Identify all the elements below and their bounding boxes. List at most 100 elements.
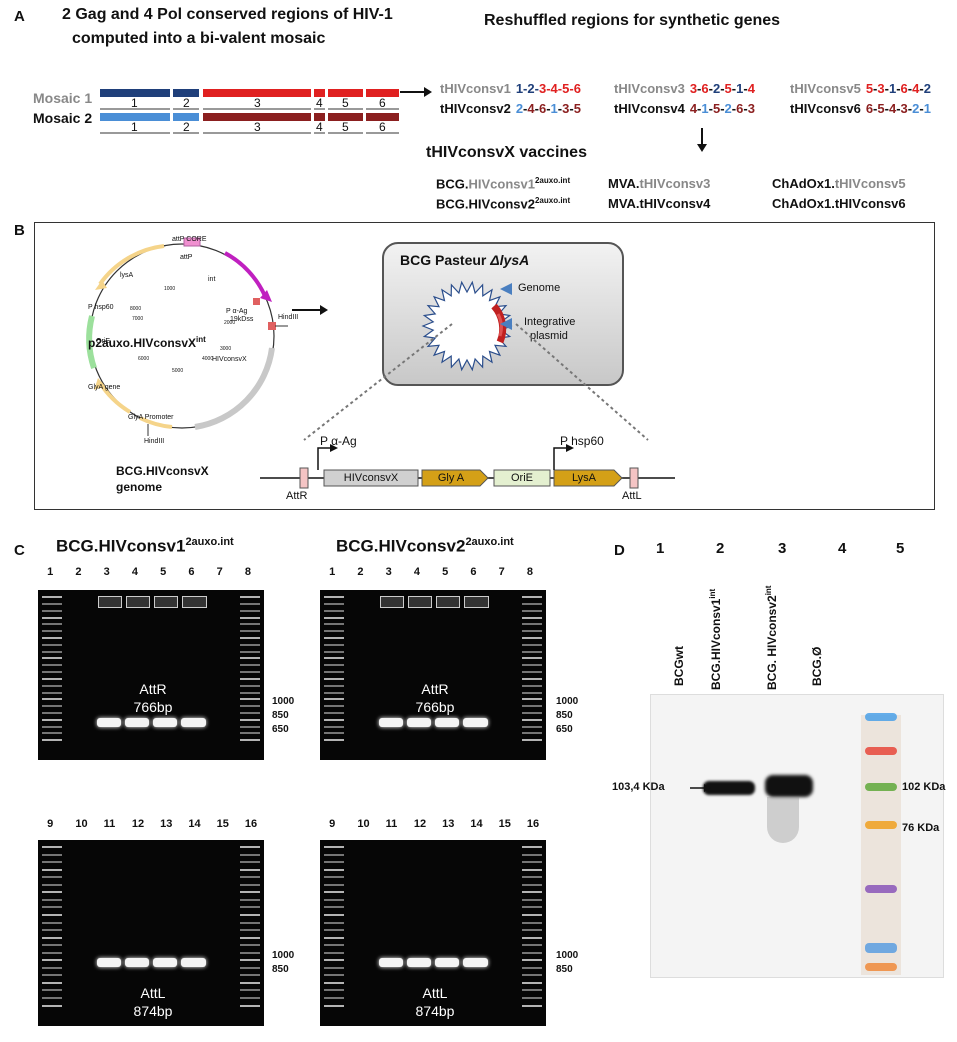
ladder-band xyxy=(239,705,260,708)
panel-a-left-title-1: 2 Gag and 4 Pol conserved regions of HIV… xyxy=(62,6,393,23)
region-id: 5 xyxy=(877,101,885,116)
ladder-band xyxy=(42,684,63,687)
feature-label: GlyA Promoter xyxy=(128,414,174,421)
ladder-label-102: 102 KDa xyxy=(902,781,946,793)
product-size: 874bp xyxy=(415,1003,455,1019)
ladder-band xyxy=(239,725,260,728)
region-id: 3 xyxy=(538,81,547,96)
ladder-band xyxy=(324,989,345,992)
ladder-band xyxy=(239,602,260,605)
region-id: 1 xyxy=(550,101,558,116)
lane-number: 5 xyxy=(160,566,167,578)
lane-number: 14 xyxy=(188,818,201,830)
gene-name: tHIVconsv1 xyxy=(440,81,511,96)
ladder-band xyxy=(521,981,542,984)
separator: - xyxy=(919,101,924,116)
vaccine-prefix: BCG. xyxy=(436,196,469,212)
ladder-band xyxy=(239,718,260,721)
ladder-band xyxy=(324,996,345,999)
gel-well xyxy=(154,596,179,608)
ladder-band xyxy=(42,596,63,598)
ladder-band xyxy=(521,657,542,660)
ladder-band xyxy=(324,698,345,701)
mosaic1-region-6 xyxy=(366,89,399,97)
vaccine-name: MVA.tHIVconsv3 xyxy=(608,176,710,191)
ladder-band xyxy=(42,732,63,735)
ladder-band xyxy=(521,898,542,901)
ladder-band xyxy=(239,677,260,680)
feature-label: OriE xyxy=(96,338,110,345)
ladder-band xyxy=(865,713,897,721)
ladder-band xyxy=(521,876,542,879)
region-id: 3 xyxy=(877,81,885,96)
ladder-band xyxy=(865,885,897,893)
attL-label: AttL xyxy=(622,490,642,502)
mosaic2-region-6 xyxy=(366,113,399,121)
ladder-band xyxy=(42,959,63,962)
vaccine-insert: tHIVconsv6 xyxy=(834,196,906,211)
ladder-band xyxy=(42,671,63,673)
integrative-label-1: Integrative xyxy=(524,316,576,328)
lane-number: 4 xyxy=(131,566,138,578)
region-id: 1 xyxy=(701,101,709,116)
ladder-band xyxy=(239,698,260,701)
gel-well xyxy=(379,596,404,608)
size-marker: 1000 xyxy=(556,950,579,961)
lane-label-text: BCG.Ø xyxy=(810,646,824,686)
ladder-band xyxy=(239,671,260,673)
gel-band xyxy=(153,958,178,967)
lane-label-sup: int xyxy=(764,585,773,596)
ladder-band xyxy=(521,868,542,871)
separator: - xyxy=(731,81,737,96)
separator: - xyxy=(720,101,725,116)
vaccine-insert: HIVconsv1 xyxy=(468,176,535,192)
region-number: 4 xyxy=(316,96,323,110)
wb-ladder xyxy=(861,715,901,975)
lane-number: 11 xyxy=(103,818,116,830)
lane-number: 4 xyxy=(413,566,420,578)
vaccine-name: MVA.tHIVconsv4 xyxy=(608,196,710,211)
separator: - xyxy=(896,101,901,116)
lane-number: 13 xyxy=(442,818,455,830)
ladder-band xyxy=(521,913,542,916)
ladder-band xyxy=(239,596,260,598)
ladder-band xyxy=(239,936,260,939)
region-id: 6 xyxy=(538,101,547,116)
ladder-band xyxy=(521,853,542,856)
ladder-band xyxy=(42,705,63,708)
ladder-band xyxy=(42,853,63,856)
ladder-band xyxy=(521,846,542,848)
lane-number: 6 xyxy=(470,566,477,578)
mosaic2-region-1 xyxy=(100,113,170,121)
ladder-band xyxy=(324,623,345,626)
vaccine-sup: 2auxo.int xyxy=(534,196,571,205)
ladder-band xyxy=(521,906,542,909)
ladder-band xyxy=(42,711,63,714)
ladder-band xyxy=(239,996,260,999)
mosaic2-region-4 xyxy=(314,113,325,121)
region-id: 5 xyxy=(712,101,721,116)
lane-number: 15 xyxy=(498,818,511,830)
gel-band xyxy=(96,718,121,727)
wb-lane-number: 5 xyxy=(896,540,905,557)
region-id: 1 xyxy=(736,81,744,96)
region-id: 4 xyxy=(527,101,535,116)
separator: - xyxy=(907,81,913,96)
tick-label: 2000 xyxy=(224,320,236,326)
ladder-band xyxy=(324,671,345,673)
size-marker: 1000 xyxy=(272,696,295,707)
ladder-band xyxy=(239,876,260,879)
region-number: 4 xyxy=(316,120,323,134)
lane-number: 7 xyxy=(216,566,223,578)
ladder-band xyxy=(42,1004,63,1007)
p-alpha-ag-label: P α-Ag xyxy=(320,434,357,448)
ladder-band xyxy=(324,861,345,864)
ladder-band xyxy=(324,959,345,962)
ladder-band xyxy=(324,981,345,984)
region-id: 4 xyxy=(888,101,897,116)
separator: - xyxy=(884,101,889,116)
